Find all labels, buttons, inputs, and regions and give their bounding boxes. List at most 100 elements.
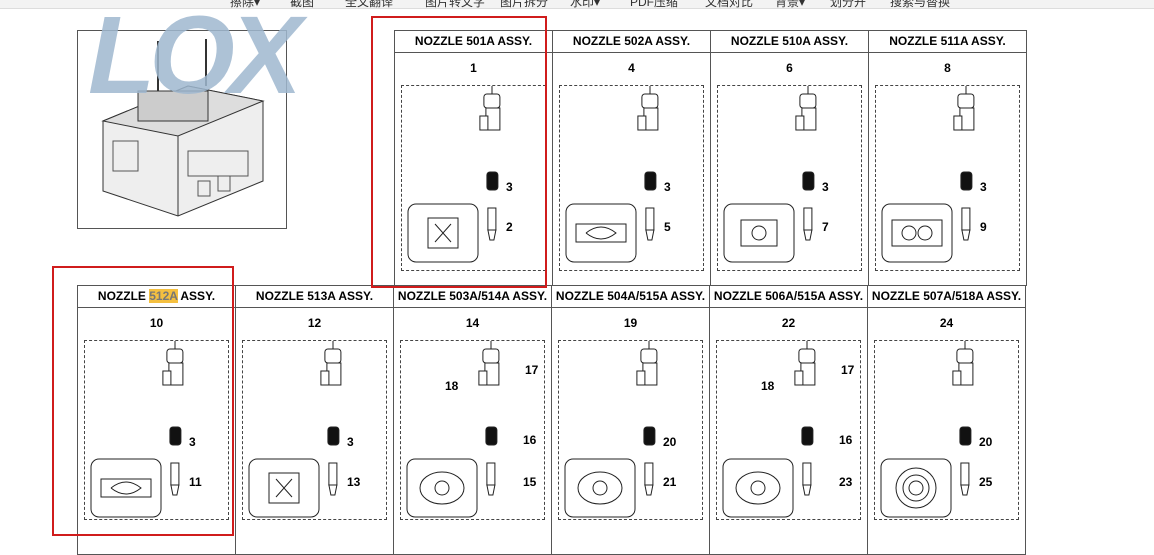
item-number: 4 (628, 61, 635, 75)
nozzle-drawing (953, 86, 975, 241)
part-number-label: 18 (761, 379, 775, 393)
toolbar-item[interactable]: 图片转文字 (425, 0, 486, 9)
part-number-label: 25 (979, 475, 993, 489)
parts-group: 3 11 (84, 340, 229, 520)
toolbar-item[interactable]: 全文翻译 (345, 0, 394, 9)
tip-shape-icon (406, 458, 478, 518)
nozzle-drawing (637, 86, 659, 241)
part-number-label: 3 (822, 180, 829, 194)
machine-image-box (77, 30, 287, 229)
assy-title: NOZZLE 506A/515A ASSY. (710, 286, 867, 308)
part-number-label: 21 (663, 475, 677, 489)
nozzle-assy-cell: NOZZLE 503A/514A ASSY. 14 18 17 16 15 (393, 285, 552, 555)
nozzle-assy-cell: NOZZLE 504A/515A ASSY. 19 20 21 (551, 285, 710, 555)
nozzle-assy-cell: NOZZLE 506A/515A ASSY. 22 18 17 16 23 (709, 285, 868, 555)
assy-title: NOZZLE 507A/518A ASSY. (868, 286, 1025, 308)
nozzle-assy-cell: NOZZLE 512A ASSY. 10 3 11 (77, 285, 236, 555)
toolbar-item[interactable]: 搜索与替换 (890, 0, 951, 9)
item-number: 14 (465, 316, 480, 330)
item-number: 12 (307, 316, 322, 330)
item-number: 22 (781, 316, 796, 330)
nozzle-drawing (794, 341, 816, 496)
toolbar-item[interactable]: 水印▾ (570, 0, 601, 9)
part-number-label: 3 (664, 180, 671, 194)
nozzle-drawing (162, 341, 184, 496)
highlight-box-501a (371, 16, 547, 288)
toolbar-item[interactable]: 背景▾ (775, 0, 806, 9)
item-number: 8 (944, 61, 951, 75)
nozzle-drawing (636, 341, 658, 496)
part-number-label: 20 (979, 435, 993, 449)
part-number-label: 2 (506, 220, 513, 234)
part-number-label: 3 (189, 435, 196, 449)
toolbar-item[interactable]: 图片拆分 (500, 0, 549, 9)
highlight-box-512a (52, 266, 234, 536)
part-number-label: 11 (189, 475, 202, 489)
item-number: 6 (786, 61, 793, 75)
part-number-label: 3 (347, 435, 354, 449)
item-number: 19 (623, 316, 638, 330)
nozzle-drawing (320, 341, 342, 496)
tip-shape-icon (564, 458, 636, 518)
part-number-label: 13 (347, 475, 361, 489)
part-number-label: 20 (663, 435, 677, 449)
assy-title: NOZZLE 501A ASSY. (395, 31, 552, 53)
nozzle-drawing (952, 341, 974, 496)
assy-title: NOZZLE 513A ASSY. (236, 286, 393, 308)
assy-title: NOZZLE 502A ASSY. (553, 31, 710, 53)
parts-group: 3 13 (242, 340, 387, 520)
toolbar: 擦除▾ 截图 全文翻译 图片转文字 图片拆分 水印▾ PDF压缩 文档对比 背景▾ 划分开 搜索与替… (0, 0, 1154, 9)
watermark-logo: LOX (88, 0, 302, 117)
parts-group: 18 17 16 15 (400, 340, 545, 520)
toolbar-item[interactable]: 擦除▾ (230, 0, 261, 9)
part-number-label: 3 (980, 180, 987, 194)
tip-shape-icon (248, 458, 320, 518)
assy-title: NOZZLE 510A ASSY. (711, 31, 868, 53)
title-text: NOZZLE (97, 289, 150, 303)
tip-shape-icon (722, 458, 794, 518)
nozzle-drawing (479, 86, 501, 241)
part-number-label: 16 (839, 433, 853, 447)
item-number: 24 (939, 316, 954, 330)
title-text: ASSY. (180, 289, 216, 303)
toolbar-item[interactable]: 截图 (290, 0, 315, 9)
part-number-label: 17 (841, 363, 855, 377)
toolbar-item[interactable]: PDF压缩 (630, 0, 679, 9)
tip-shape-icon (880, 458, 952, 518)
part-number-label: 3 (506, 180, 513, 194)
assy-title: NOZZLE 503A/514A ASSY. (394, 286, 551, 308)
assy-title: NOZZLE 512A ASSY. (78, 286, 235, 308)
part-number-label: 23 (839, 475, 853, 489)
part-number-label: 15 (523, 475, 537, 489)
part-number-label: 9 (980, 220, 987, 234)
tip-shape-icon (565, 203, 637, 263)
item-number: 10 (149, 316, 164, 330)
nozzle-drawing (478, 341, 500, 496)
nozzle-assy-cell: NOZZLE 513A ASSY. 12 3 13 (235, 285, 394, 555)
toolbar-item[interactable]: 文档对比 (705, 0, 754, 9)
search-highlight: 512A (149, 289, 178, 303)
assy-title: NOZZLE 511A ASSY. (869, 31, 1026, 53)
part-number-label: 5 (664, 220, 671, 234)
tip-shape-icon (90, 458, 162, 518)
toolbar-item[interactable]: 划分开 (830, 0, 867, 9)
tip-shape-icon (723, 203, 795, 263)
parts-group: 18 17 16 23 (716, 340, 861, 520)
item-number: 1 (470, 61, 477, 75)
part-number-label: 18 (445, 379, 459, 393)
machine-illustration (101, 39, 265, 217)
tip-shape-icon (407, 203, 479, 263)
tip-shape-icon (881, 203, 953, 263)
part-number-label: 16 (523, 433, 537, 447)
part-number-label: 7 (822, 220, 829, 234)
part-number-label: 17 (525, 363, 539, 377)
assy-title: NOZZLE 504A/515A ASSY. (552, 286, 709, 308)
